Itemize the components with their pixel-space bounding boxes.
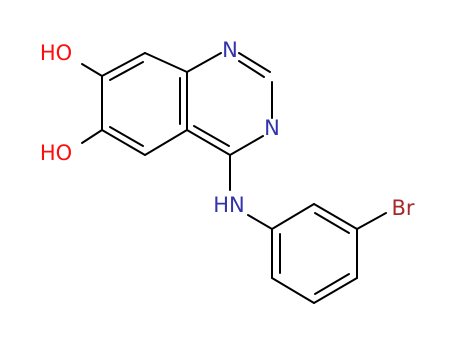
ring-nitrogen-top-label: N	[222, 38, 238, 62]
bond-c4-c4a	[186, 129, 231, 156]
hydroxyl-bottom-label: HO	[40, 141, 72, 165]
bond-c6-o	[81, 129, 103, 144]
bond-c8-c8a	[144, 52, 188, 73]
bond-c4a-c5	[144, 129, 188, 156]
bond-nh-phenyl	[247, 214, 273, 230]
bond-ph5-ph6	[271, 277, 315, 304]
bond-c-br	[356, 212, 387, 230]
bond-c7-c8-inner	[109, 61, 144, 81]
bromine-label: Br	[391, 196, 414, 220]
bromophenyl-ring	[271, 203, 358, 304]
bond-n1-c2-inner	[238, 60, 265, 78]
bond-ph2-ph3	[313, 203, 358, 230]
bond-c5-c6-inner	[109, 126, 144, 147]
bond-c7-o	[81, 63, 103, 77]
bond-ph4-ph5	[313, 277, 358, 304]
bond-n3-c4	[229, 135, 264, 156]
bond-c5-c6	[101, 129, 146, 156]
bond-ph4-ph5-inner	[314, 273, 350, 295]
benzo-ring	[101, 52, 188, 156]
bond-c4-c4a-inner	[193, 125, 230, 147]
bond-ph2-ph3-inner	[314, 212, 350, 234]
ring-nitrogen-right-label: N	[264, 116, 280, 140]
bond-c7-c8	[101, 52, 146, 77]
amine-label: HN	[213, 193, 245, 217]
bond-n1-c2	[238, 52, 271, 73]
pyrimidine-ring	[186, 52, 273, 156]
bond-ph1-ph2	[271, 203, 315, 230]
hydroxyl-top-label: HO	[40, 41, 72, 65]
bond-c8a-n1	[186, 52, 222, 73]
